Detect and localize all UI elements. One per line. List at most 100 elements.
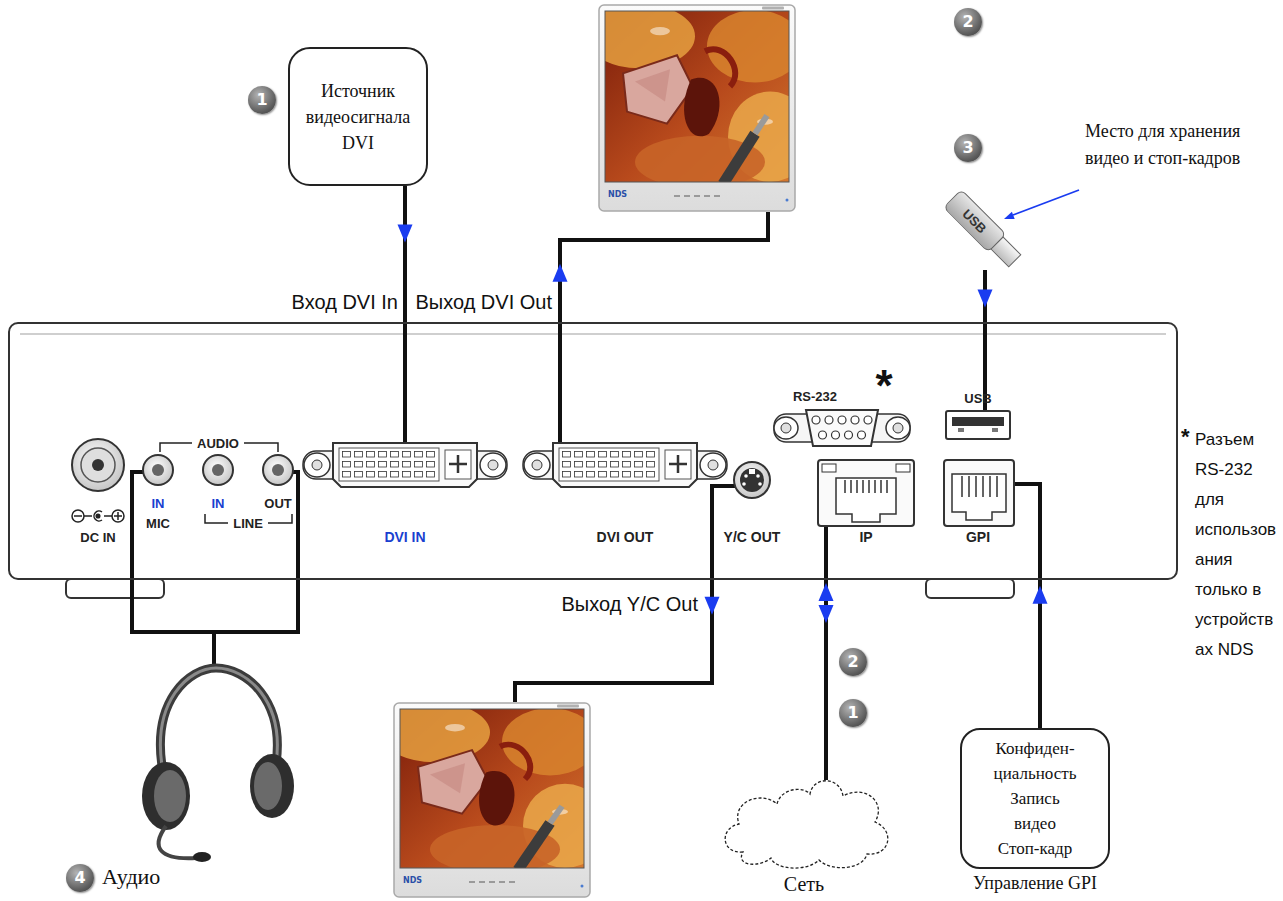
usb-port [946,411,1010,439]
audio-jack [263,455,293,485]
monitor-illustration [509,881,515,883]
audio-jack [203,455,233,485]
polarity-symbol [114,512,122,520]
monitor-illustration [623,55,693,123]
polarity-symbol [96,514,100,518]
headset [142,762,190,830]
polarity-symbol [72,510,124,522]
monitor-illustration [557,705,579,708]
port-label: IN [212,496,225,511]
rs232-connector [812,416,820,424]
headset [160,668,277,772]
source-box: Источник видеосигнала DVI [288,47,428,186]
port-label: LINE [233,516,263,531]
arrow-head [819,583,834,601]
callout-number: 1 [248,86,276,114]
monitor-illustration [762,7,784,10]
housing-bevel [20,333,1166,334]
connector [398,186,413,322]
callout-number: 2 [954,8,982,36]
connector-line [515,580,712,702]
monitor-illustration [605,11,789,182]
yc-connector [740,468,764,492]
monitor-illustration [500,745,530,780]
dc-in-jack [72,439,124,491]
headset [193,852,211,862]
connector [1033,580,1048,728]
port-label: GPI [966,529,990,545]
ip-connector [818,460,914,526]
cloud-outline [725,781,888,868]
audio-bracket [160,443,292,523]
yc-connector [756,474,760,478]
cable [558,324,562,446]
rs232-connector [832,431,840,439]
rs232-connector [858,431,866,439]
yc-connector [734,462,770,498]
monitor-illustration [400,709,584,868]
pointer-arrow [1013,190,1079,215]
audio-label: Аудио [102,864,160,890]
rs232-connector [774,410,910,446]
monitor-illustration [605,11,695,68]
monitor-illustration [400,709,584,868]
callout-number: 4 [66,864,94,892]
polarity-symbol [94,511,102,521]
polarity-symbol [74,515,82,517]
dvi-in-connector [303,443,507,487]
ip-connector [836,478,896,522]
monitor-illustration [635,69,670,101]
port-label: OUT [264,496,291,511]
gpi-control-box: Конфиден- циальностьЗапись видеоСтоп-кад… [960,728,1110,894]
monitor-illustration [518,823,550,868]
monitor-illustration [499,881,505,883]
gpi-connector [944,460,1014,526]
ip-connector [822,464,836,472]
monitor-illustration [705,49,735,86]
headset [254,762,282,810]
monitor-illustration [684,195,690,197]
audio-bracket [205,514,228,523]
monitor-illustration [479,771,514,825]
brand-logo: NDS [608,190,627,199]
gpi-connector [944,460,1014,526]
yc-connector [749,469,755,474]
audio-jack [143,455,293,485]
gpi-caption: Управление GPI [960,872,1110,894]
signal-label: Выход Y/C Out [561,592,698,616]
connector [978,270,993,322]
monitor-illustration [489,881,495,883]
rs232-connector [819,431,827,439]
audio-jack [272,464,284,476]
gpi-connector [952,474,1006,520]
brand-logo: NDS [403,876,422,885]
connector [515,580,720,702]
yc-connector [734,462,770,498]
ip-connector [818,460,914,526]
monitor-illustration [605,11,789,182]
monitor-illustration [704,195,710,197]
callout-number: 3 [954,134,982,162]
audio-bracket [160,443,192,452]
usb-port [952,417,1004,426]
housing-foot [66,579,164,598]
port-label: Y/C OUT [724,529,781,545]
callout-number: 2 [839,648,867,676]
rs232-connector [864,416,872,424]
rs232-connector [781,423,791,433]
rs232-connector [825,416,833,424]
monitor-illustration [400,709,584,868]
monitor-illustration [674,195,680,197]
cloud-outline [715,780,893,870]
arrow-head [705,597,720,615]
rs232-connector [851,416,859,424]
monitor-illustration [598,4,796,212]
monitor-illustration [430,763,465,793]
rs232-connector [774,417,798,439]
yc-connector [742,482,746,486]
rs232-connector [838,416,846,424]
gpi-connector [962,476,997,497]
audio-bracket [244,443,278,452]
port-label: DC IN [80,530,115,545]
